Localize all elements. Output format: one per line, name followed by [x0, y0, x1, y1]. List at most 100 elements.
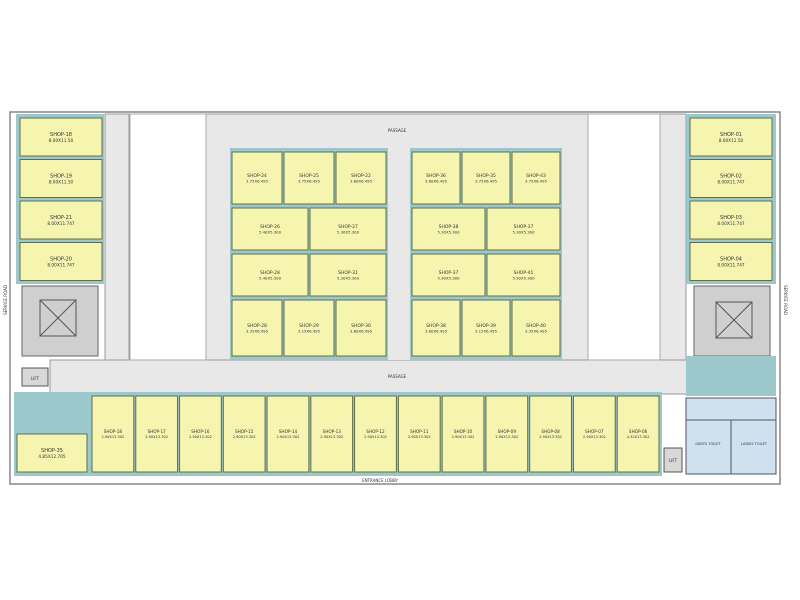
shop-cell	[689, 242, 773, 281]
shop-name: SHOP-28	[260, 270, 280, 276]
left-stair	[21, 285, 99, 357]
shop-cell	[411, 207, 486, 251]
shop-cell	[179, 395, 222, 473]
shop-unit: SHOP-132.90X13.302	[310, 395, 354, 473]
shop-cell	[231, 299, 283, 357]
right-corridor	[659, 113, 687, 385]
shop-cell	[529, 395, 572, 473]
shop-area: 3.60X6.495	[425, 179, 448, 184]
shop-name: SHOP-30	[351, 323, 371, 329]
shop-area: 5.30X5.300	[337, 276, 360, 281]
shop-area: 3.60X6.495	[350, 179, 373, 184]
shop-name: SHOP-07	[585, 429, 604, 434]
shop-name: SHOP-11	[410, 429, 429, 434]
shop-unit: SHOP-285.40X5.300	[231, 253, 309, 297]
shop-unit: SHOP-415.30X5.300	[486, 253, 561, 297]
shop-unit: SHOP-385.30X5.300	[411, 207, 486, 251]
shop-unit: SHOP-293.15X6.495	[283, 299, 335, 357]
shop-unit: SHOP-354.85X12.705	[16, 433, 88, 473]
shop-unit: SHOP-275.30X5.300	[309, 207, 387, 251]
shop-cell	[411, 299, 461, 357]
shop-unit: SHOP-048.00X11.747	[689, 242, 773, 281]
shop-unit: SHOP-433.75X6.495	[511, 151, 561, 205]
shop-cell	[486, 207, 561, 251]
lift-1-label: LIFT	[31, 376, 40, 381]
left-courtyard-void	[129, 113, 207, 361]
shop-cell	[485, 395, 529, 473]
shop-unit: SHOP-223.60X6.495	[335, 151, 387, 205]
shop-cell	[91, 395, 135, 473]
shop-area: 2.90X13.302	[101, 435, 124, 439]
shop-name: SHOP-21	[50, 215, 72, 221]
shop-name: SHOP-04	[720, 257, 742, 263]
passage-mid-label: PASSAGE	[388, 374, 407, 379]
shop-name: SHOP-02	[720, 174, 742, 180]
shop-cell	[309, 253, 387, 297]
shop-area: 5.30X5.300	[437, 230, 460, 235]
shop-area: 2.90X13.302	[189, 435, 212, 439]
shop-unit: SHOP-393.15X6.495	[461, 299, 511, 357]
shop-cell	[511, 299, 561, 357]
shop-cell	[335, 151, 387, 205]
right-shop-05-band	[686, 356, 776, 396]
shop-area: 8.00X11.50	[719, 138, 744, 144]
shop-cell	[231, 253, 309, 297]
shop-cell	[309, 207, 387, 251]
shop-unit: SHOP-072.90X13.302	[572, 395, 616, 473]
shop-unit: SHOP-018.00X11.50	[689, 117, 773, 157]
shop-unit: SHOP-112.90X13.302	[397, 395, 441, 473]
shop-area: 3.75X6.495	[246, 179, 269, 184]
shop-unit: SHOP-082.90X13.302	[529, 395, 572, 473]
shop-unit: SHOP-283.35X6.495	[231, 299, 283, 357]
shop-area: 5.30X5.300	[437, 276, 460, 281]
shop-name: SHOP-17	[147, 429, 166, 434]
shop-unit: SHOP-152.90X13.302	[222, 395, 266, 473]
shop-unit: SHOP-243.75X6.495	[231, 151, 283, 205]
shop-name: SHOP-41	[514, 270, 534, 276]
shop-cell	[335, 299, 387, 357]
road-left-label: SERVICE ROAD	[3, 285, 8, 315]
shop-cell	[19, 242, 103, 281]
shop-cell	[411, 253, 486, 297]
shop-name: SHOP-14	[279, 429, 298, 434]
shop-area: 8.00X11.50	[49, 180, 74, 186]
shop-cell	[231, 207, 309, 251]
shop-unit: SHOP-253.75X6.495	[283, 151, 335, 205]
shop-name: SHOP-31	[338, 270, 358, 276]
shop-unit: SHOP-363.60X6.495	[411, 151, 461, 205]
shop-area: 8.00X11.747	[717, 221, 745, 227]
shop-name: SHOP-27	[338, 224, 358, 230]
shop-area: 8.00X11.50	[49, 138, 74, 144]
shop-cell	[411, 151, 461, 205]
shop-cell	[283, 299, 335, 357]
shop-cell	[266, 395, 310, 473]
shop-name: SHOP-28	[247, 323, 267, 329]
center-gap	[388, 148, 410, 360]
right-stair	[693, 285, 771, 357]
shop-area: 2.90X13.302	[320, 435, 343, 439]
shop-name: SHOP-22	[351, 173, 371, 179]
shop-area: 4.85X12.705	[38, 454, 66, 460]
shop-area: 4.32X13.302	[627, 435, 650, 439]
shop-cell	[19, 200, 103, 240]
shop-unit: SHOP-375.30X5.300	[486, 207, 561, 251]
shop-cell	[283, 151, 335, 205]
shop-area: 5.30X5.300	[512, 230, 535, 235]
shop-name: SHOP-36	[426, 173, 446, 179]
shop-unit: SHOP-102.90X13.302	[441, 395, 485, 473]
shop-area: 5.40X5.300	[259, 276, 282, 281]
shop-cell	[486, 253, 561, 297]
middle-passage	[49, 359, 691, 395]
shop-cell	[689, 200, 773, 240]
shop-area: 3.15X6.495	[298, 329, 321, 334]
shop-cell	[511, 151, 561, 205]
shop-name: SHOP-35	[41, 448, 63, 454]
shop-unit: SHOP-038.00X11.747	[689, 200, 773, 240]
shop-area: 3.60X6.495	[425, 329, 448, 334]
shop-area: 2.90X13.302	[277, 435, 300, 439]
shop-name: SHOP-39	[476, 323, 496, 329]
shop-name: SHOP-25	[299, 173, 319, 179]
shop-name: SHOP-08	[541, 429, 560, 434]
shop-cell	[222, 395, 266, 473]
shop-name: SHOP-16	[191, 429, 210, 434]
